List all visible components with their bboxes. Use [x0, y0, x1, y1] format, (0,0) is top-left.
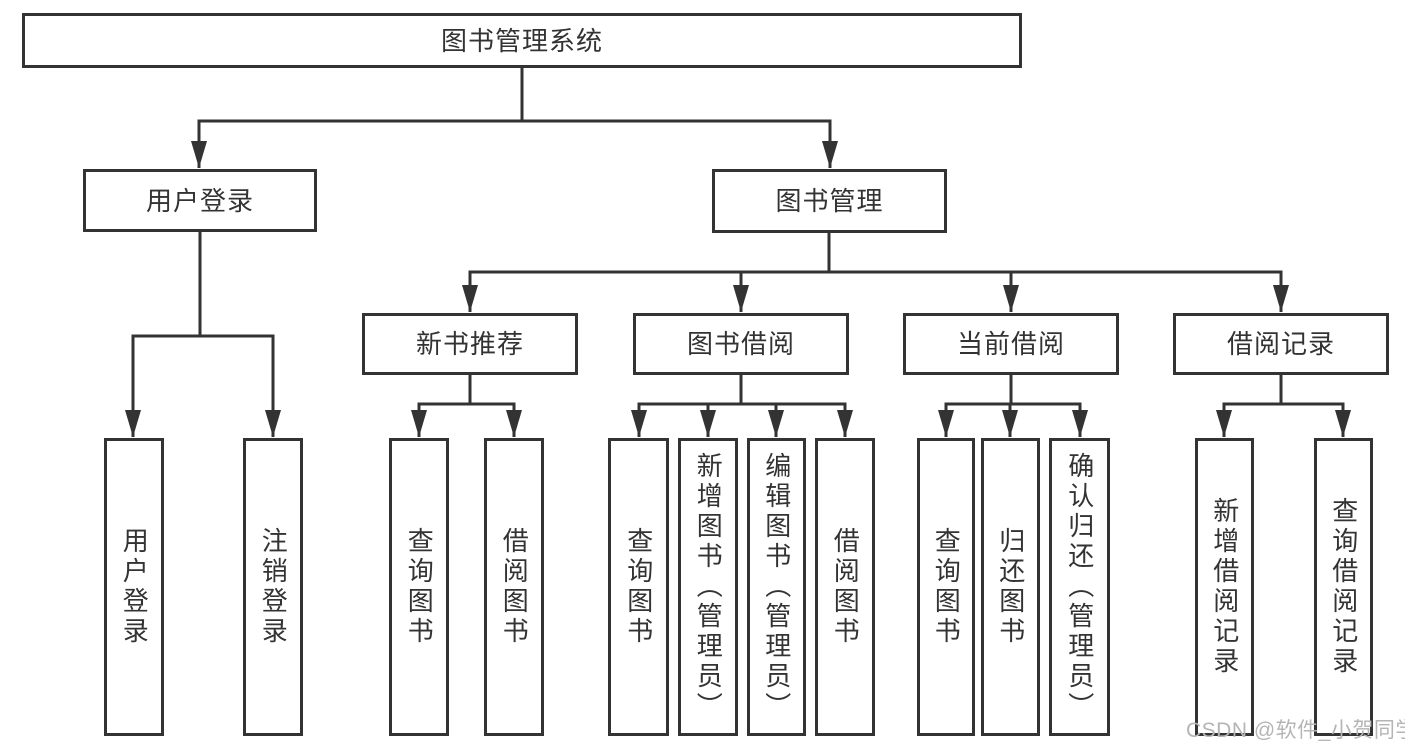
leaf-return-books-label: 归还图书 [995, 527, 1026, 647]
node-current-borrow-label: 当前借阅 [956, 329, 1065, 359]
leaf-return-books: 归还图书 [981, 438, 1040, 736]
leaf-user-login: 用户登录 [104, 438, 164, 736]
node-book-borrow: 图书借阅 [633, 313, 849, 375]
leaf-add-borrow-record: 新增借阅记录 [1195, 438, 1254, 736]
node-user-login-label: 用户登录 [145, 185, 254, 216]
leaf-user-login-label: 用户登录 [119, 527, 150, 647]
leaf-query-books-borrow-label: 查询图书 [623, 527, 654, 647]
leaf-query-books-borrow: 查询图书 [608, 438, 669, 736]
leaf-borrow-books-recommend: 借阅图书 [484, 438, 544, 736]
leaf-query-books-current-label: 查询图书 [931, 527, 962, 647]
node-current-borrow: 当前借阅 [903, 313, 1119, 375]
leaf-confirm-return-admin: 确认归还（管理员） [1049, 438, 1110, 736]
leaf-borrow-books-label: 借阅图书 [830, 527, 861, 647]
leaf-query-books-recommend: 查询图书 [389, 438, 449, 736]
node-book-management-label: 图书管理 [775, 186, 884, 216]
node-library-system: 图书管理系统 [22, 13, 1022, 68]
leaf-borrow-books: 借阅图书 [815, 438, 875, 736]
leaf-edit-book-admin: 编辑图书（管理员） [747, 438, 806, 736]
leaf-query-borrow-record-label: 查询借阅记录 [1328, 497, 1359, 677]
leaf-query-books-recommend-label: 查询图书 [404, 527, 435, 647]
node-book-management: 图书管理 [712, 169, 947, 233]
csdn-watermark: CSDN @软件_小贺同学 [1186, 719, 1405, 742]
node-borrow-records-label: 借阅记录 [1226, 329, 1335, 359]
leaf-add-book-admin: 新增图书（管理员） [678, 438, 738, 736]
leaf-query-books-current: 查询图书 [917, 438, 975, 736]
node-book-borrow-label: 图书借阅 [686, 329, 795, 359]
leaf-logout: 注销登录 [243, 438, 303, 736]
leaf-borrow-books-recommend-label: 借阅图书 [499, 527, 530, 647]
node-user-login: 用户登录 [83, 169, 317, 232]
leaf-query-borrow-record: 查询借阅记录 [1314, 438, 1373, 736]
node-borrow-records: 借阅记录 [1173, 313, 1389, 375]
node-new-book-recommend: 新书推荐 [362, 313, 578, 375]
leaf-add-borrow-record-label: 新增借阅记录 [1209, 497, 1240, 677]
leaf-confirm-return-admin-label: 确认归还（管理员） [1064, 452, 1095, 722]
node-new-book-recommend-label: 新书推荐 [415, 329, 524, 359]
node-library-system-label: 图书管理系统 [440, 25, 603, 56]
leaf-logout-label: 注销登录 [258, 527, 289, 647]
leaf-add-book-admin-label: 新增图书（管理员） [693, 452, 724, 722]
leaf-edit-book-admin-label: 编辑图书（管理员） [761, 452, 792, 722]
